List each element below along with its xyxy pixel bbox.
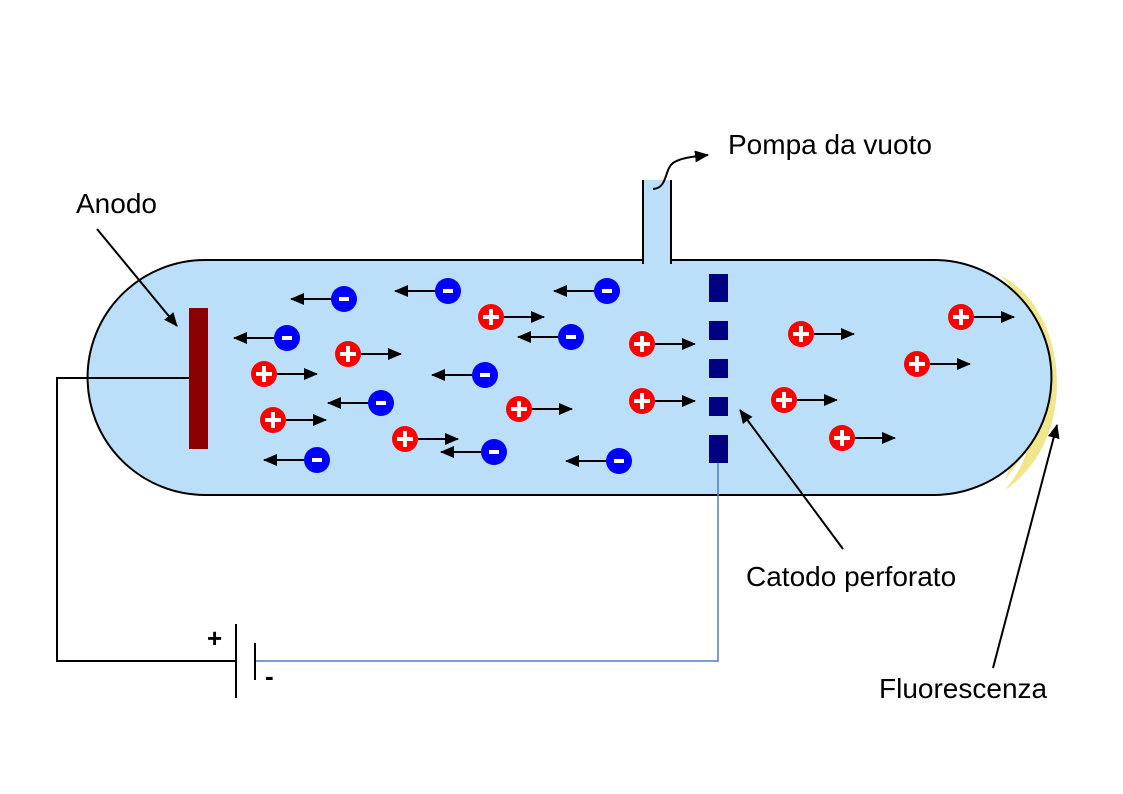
minus-icon bbox=[282, 336, 292, 340]
pump-arrow bbox=[652, 150, 709, 190]
cathode-segment bbox=[709, 397, 728, 416]
electron bbox=[517, 324, 584, 350]
cathode-pointer bbox=[739, 409, 844, 550]
plus-icon bbox=[397, 431, 413, 447]
positive-ion bbox=[251, 361, 318, 387]
plus-icon bbox=[634, 393, 650, 409]
pump-pipe-fill bbox=[644, 180, 671, 262]
cathode-segment bbox=[709, 274, 728, 302]
fluorescence-pointer bbox=[992, 424, 1060, 669]
cathode-segment bbox=[709, 359, 728, 378]
plus-icon bbox=[776, 392, 792, 408]
vacuum-pump-label: Pompa da vuoto bbox=[728, 129, 932, 160]
battery-negative-sign: - bbox=[265, 661, 274, 691]
plus-icon bbox=[265, 412, 281, 428]
plus-icon bbox=[340, 346, 356, 362]
positive-ion bbox=[478, 304, 545, 330]
electron bbox=[327, 390, 394, 416]
plus-icon bbox=[909, 356, 925, 372]
anode-wire bbox=[56, 377, 236, 662]
cathode-wire bbox=[256, 463, 719, 662]
positive-ion bbox=[506, 396, 573, 422]
electron bbox=[440, 439, 507, 465]
positive-ion bbox=[904, 351, 971, 377]
perforated-cathode bbox=[709, 274, 728, 463]
anode bbox=[189, 308, 208, 449]
minus-icon bbox=[312, 458, 322, 462]
electron bbox=[431, 362, 498, 388]
positive-ion bbox=[771, 387, 838, 413]
electron bbox=[394, 278, 461, 304]
minus-icon bbox=[443, 289, 453, 293]
plus-icon bbox=[483, 309, 499, 325]
positive-ion bbox=[260, 407, 327, 433]
fluorescence-label: Fluorescenza bbox=[879, 673, 1048, 704]
positive-ion bbox=[948, 304, 1015, 330]
positive-ion bbox=[788, 321, 855, 347]
positive-ion bbox=[629, 388, 696, 414]
electron bbox=[290, 286, 357, 312]
electron bbox=[565, 448, 632, 474]
plus-icon bbox=[834, 430, 850, 446]
electron bbox=[553, 278, 620, 304]
battery-positive-sign: + bbox=[207, 623, 222, 653]
positive-ion bbox=[829, 425, 896, 451]
minus-icon bbox=[602, 289, 612, 293]
positive-ion bbox=[335, 341, 402, 367]
cathode-segment bbox=[709, 435, 728, 463]
minus-icon bbox=[339, 297, 349, 301]
positive-ion bbox=[629, 331, 696, 357]
minus-icon bbox=[614, 459, 624, 463]
anode-label: Anodo bbox=[76, 188, 157, 219]
plus-icon bbox=[256, 366, 272, 382]
minus-icon bbox=[489, 450, 499, 454]
minus-icon bbox=[480, 373, 490, 377]
plus-icon bbox=[511, 401, 527, 417]
cathode-label: Catodo perforato bbox=[746, 561, 956, 592]
minus-icon bbox=[376, 401, 386, 405]
positive-ion bbox=[392, 426, 459, 452]
anode-pointer bbox=[96, 228, 178, 327]
plus-icon bbox=[953, 309, 969, 325]
tube-body bbox=[86, 259, 1053, 496]
electron bbox=[263, 447, 330, 473]
plus-icon bbox=[634, 336, 650, 352]
fluorescence-glow-body bbox=[1000, 275, 1058, 490]
particles bbox=[233, 278, 1015, 474]
minus-icon bbox=[566, 335, 576, 339]
plus-icon bbox=[793, 326, 809, 342]
electron bbox=[233, 325, 300, 351]
cathode-segment bbox=[709, 321, 728, 340]
